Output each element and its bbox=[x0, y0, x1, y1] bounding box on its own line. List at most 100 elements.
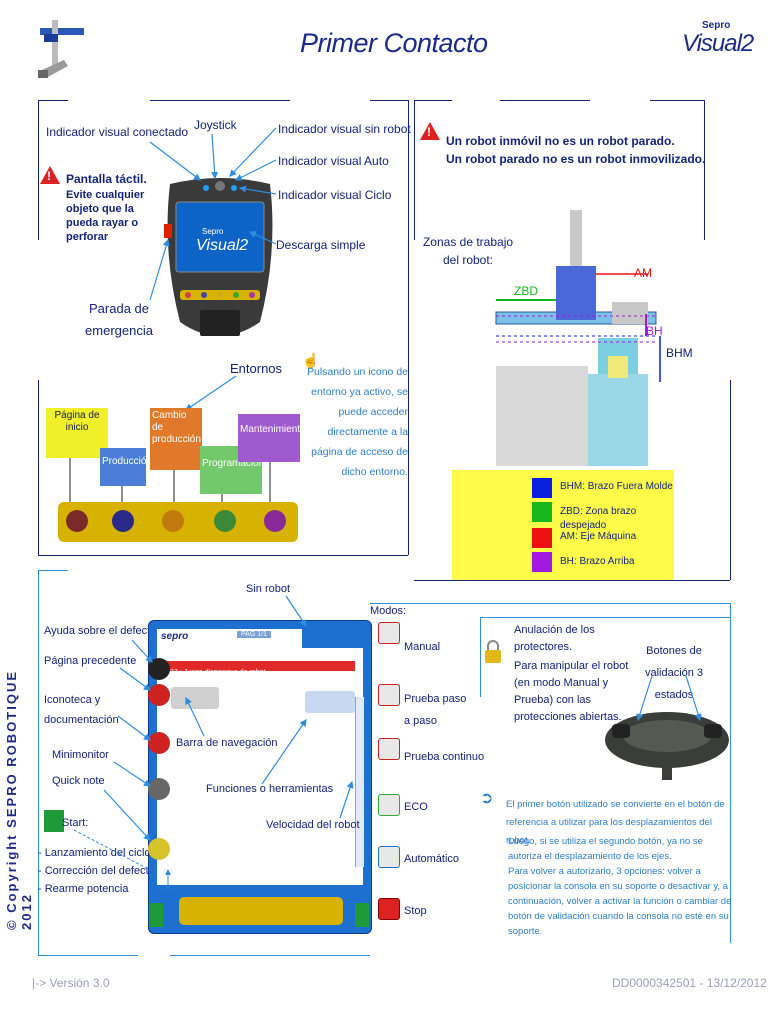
warning-icon-2 bbox=[420, 122, 440, 140]
label-indicador-ciclo: Indicador visual Ciclo bbox=[278, 188, 392, 202]
quick-note-icon[interactable] bbox=[148, 838, 170, 860]
label-modos: Modos: bbox=[370, 605, 407, 617]
minimonitor-icon[interactable] bbox=[148, 778, 170, 800]
pantalla-text: Evite cualquier objeto que la pueda raya… bbox=[66, 189, 145, 243]
mode-stop-icon[interactable] bbox=[378, 898, 400, 920]
note-3: Para volver a autorizarlo, 3 opciones: v… bbox=[508, 866, 732, 937]
label-sin-robot: Sin robot bbox=[246, 583, 291, 595]
legend-swatch-bhm bbox=[532, 478, 552, 498]
anulacion-title: Anulación de los protectores. bbox=[514, 624, 595, 653]
label-start: Start: bbox=[62, 817, 89, 829]
label-ayuda: Ayuda sobre el defecto bbox=[44, 625, 157, 637]
label-velocidad: Velocidad del robot bbox=[266, 819, 360, 831]
warning-line-2: Un robot parado no es un robot inmoviliz… bbox=[446, 152, 706, 166]
label-barra-nav: Barra de navegación bbox=[176, 737, 278, 749]
visual2-logo: Sepro Visual2 bbox=[680, 20, 754, 70]
env-pagina-inicio: Página de inicio bbox=[46, 408, 108, 458]
zonas-label: Zonas de trabajo del robot: bbox=[422, 235, 514, 267]
function-icons[interactable] bbox=[305, 691, 355, 713]
label-parada: Parada de emergencia bbox=[85, 301, 153, 338]
footer-doc: DD0000342501 - 13/12/2012 bbox=[612, 976, 767, 990]
help-defect-icon[interactable] bbox=[148, 658, 170, 680]
speed-slider[interactable] bbox=[355, 697, 364, 867]
footer-version: |-> Versión 3.0 bbox=[32, 976, 110, 990]
mode-continuous-icon[interactable] bbox=[378, 738, 400, 760]
screen-content: sepro PAG 1/1 D137 : Juego d'arranque de… bbox=[157, 629, 364, 885]
am-label: AM bbox=[634, 266, 652, 280]
mode-manual: Manual bbox=[404, 641, 441, 653]
maintenance-icon[interactable] bbox=[264, 510, 286, 532]
mode-step-icon[interactable] bbox=[378, 684, 400, 706]
legend-swatch-bh bbox=[532, 552, 552, 572]
note-1: El primer botón utilizado se convierte e… bbox=[506, 799, 725, 846]
env-nav-bar[interactable] bbox=[58, 502, 298, 542]
robot-logo bbox=[34, 20, 86, 84]
screen-alarm-bar: D137 : Juego d'arranque de robot bbox=[157, 661, 355, 676]
start-item-3: - Rearme potencia bbox=[38, 883, 129, 895]
zones-legend: BHM: Brazo Fuera Molde ZBD: Zona brazo d… bbox=[452, 470, 674, 580]
programming-icon[interactable] bbox=[214, 510, 236, 532]
mode-continuous: Prueba continuo bbox=[404, 751, 485, 763]
mode-manual-icon[interactable] bbox=[378, 622, 400, 644]
label-quicknote: Quick note bbox=[52, 775, 105, 787]
svg-text:Visual2: Visual2 bbox=[196, 237, 248, 254]
anulacion-text: Para manipular el robot (en modo Manual … bbox=[514, 660, 629, 723]
screen-nav-bar[interactable] bbox=[179, 897, 343, 925]
label-minimonitor: Minimonitor bbox=[52, 749, 109, 761]
mode-eco: ECO bbox=[404, 801, 428, 813]
production-icon[interactable] bbox=[112, 510, 134, 532]
label-indicador-sin-robot: Indicador visual sin robot bbox=[278, 122, 411, 136]
sin-robot-icons[interactable] bbox=[302, 624, 370, 648]
pantalla-title: Pantalla táctil. bbox=[66, 172, 147, 186]
start-item-1: - Lanzamiento del ciclo bbox=[38, 847, 151, 859]
page-title: Primer Contacto bbox=[300, 28, 488, 58]
label-pagina-prec: Página precedente bbox=[44, 655, 137, 667]
screen-alarm-text: D137 : Juego d'arranque de robot bbox=[161, 669, 266, 676]
hand-icon: ☝ bbox=[302, 352, 320, 368]
legend-label-bhm: BHM: Brazo Fuera Molde bbox=[560, 481, 673, 492]
pendant-device: Sepro Visual2 bbox=[160, 172, 280, 352]
logo-brand: Sepro bbox=[702, 20, 731, 31]
start-item-2: - Corrección del defecto bbox=[38, 865, 155, 877]
label-funciones: Funciones o herramientas bbox=[206, 783, 334, 795]
legend-swatch-am bbox=[532, 528, 552, 548]
screen-start-right[interactable] bbox=[355, 903, 369, 927]
mode-eco-icon[interactable] bbox=[378, 794, 400, 816]
touch-screen[interactable]: sepro PAG 1/1 D137 : Juego d'arranque de… bbox=[148, 620, 372, 934]
mode-step: Prueba paso a paso bbox=[404, 693, 467, 727]
logo-text: Visual2 bbox=[682, 30, 754, 57]
zbd-label: ZBD bbox=[514, 284, 538, 298]
start-icon bbox=[44, 810, 64, 832]
mode-auto-icon[interactable] bbox=[378, 846, 400, 868]
padlock-icon bbox=[484, 640, 502, 664]
screen-start-left[interactable] bbox=[149, 903, 163, 927]
callout-arrows-3 bbox=[73, 595, 354, 890]
nav-bar-icons[interactable] bbox=[171, 687, 219, 709]
hand-arrow-icon: ➲ bbox=[480, 790, 494, 807]
callout-arrows-4 bbox=[636, 675, 702, 722]
callout-arrows-1 bbox=[69, 127, 277, 502]
screen-page: PAG 1/1 bbox=[237, 631, 271, 638]
legend-swatch-zbd bbox=[532, 502, 552, 522]
screen-brand: sepro bbox=[161, 631, 189, 642]
label-joystick: Joystick bbox=[194, 118, 237, 132]
bh-label: BH bbox=[646, 324, 663, 338]
warning-line-1: Un robot inmóvil no es un robot parado. bbox=[446, 134, 675, 148]
label-entornos: Entornos bbox=[230, 361, 283, 376]
home-icon[interactable] bbox=[66, 510, 88, 532]
env-cambio: Cambio de producción bbox=[150, 408, 202, 470]
legend-label-am: AM: Eje Máquina bbox=[560, 531, 637, 542]
mode-auto: Automático bbox=[404, 853, 460, 865]
botones-label: Botones de validación 3 estados bbox=[644, 645, 704, 701]
robot-zones-diagram bbox=[488, 206, 688, 468]
previous-page-icon[interactable] bbox=[148, 684, 170, 706]
change-production-icon[interactable] bbox=[162, 510, 184, 532]
legend-label-zbd: ZBD: Zona brazo despejado bbox=[560, 506, 637, 531]
mode-stop: Stop bbox=[404, 905, 427, 917]
warning-icon bbox=[40, 166, 60, 184]
pulsando-text: Pulsando un icono de entorno ya activo, … bbox=[307, 366, 408, 478]
bhm-label: BHM bbox=[666, 346, 693, 360]
label-descarga: Descarga simple bbox=[276, 238, 366, 252]
iconoteca-icon[interactable] bbox=[148, 732, 170, 754]
env-produccion: Producción bbox=[100, 448, 152, 486]
